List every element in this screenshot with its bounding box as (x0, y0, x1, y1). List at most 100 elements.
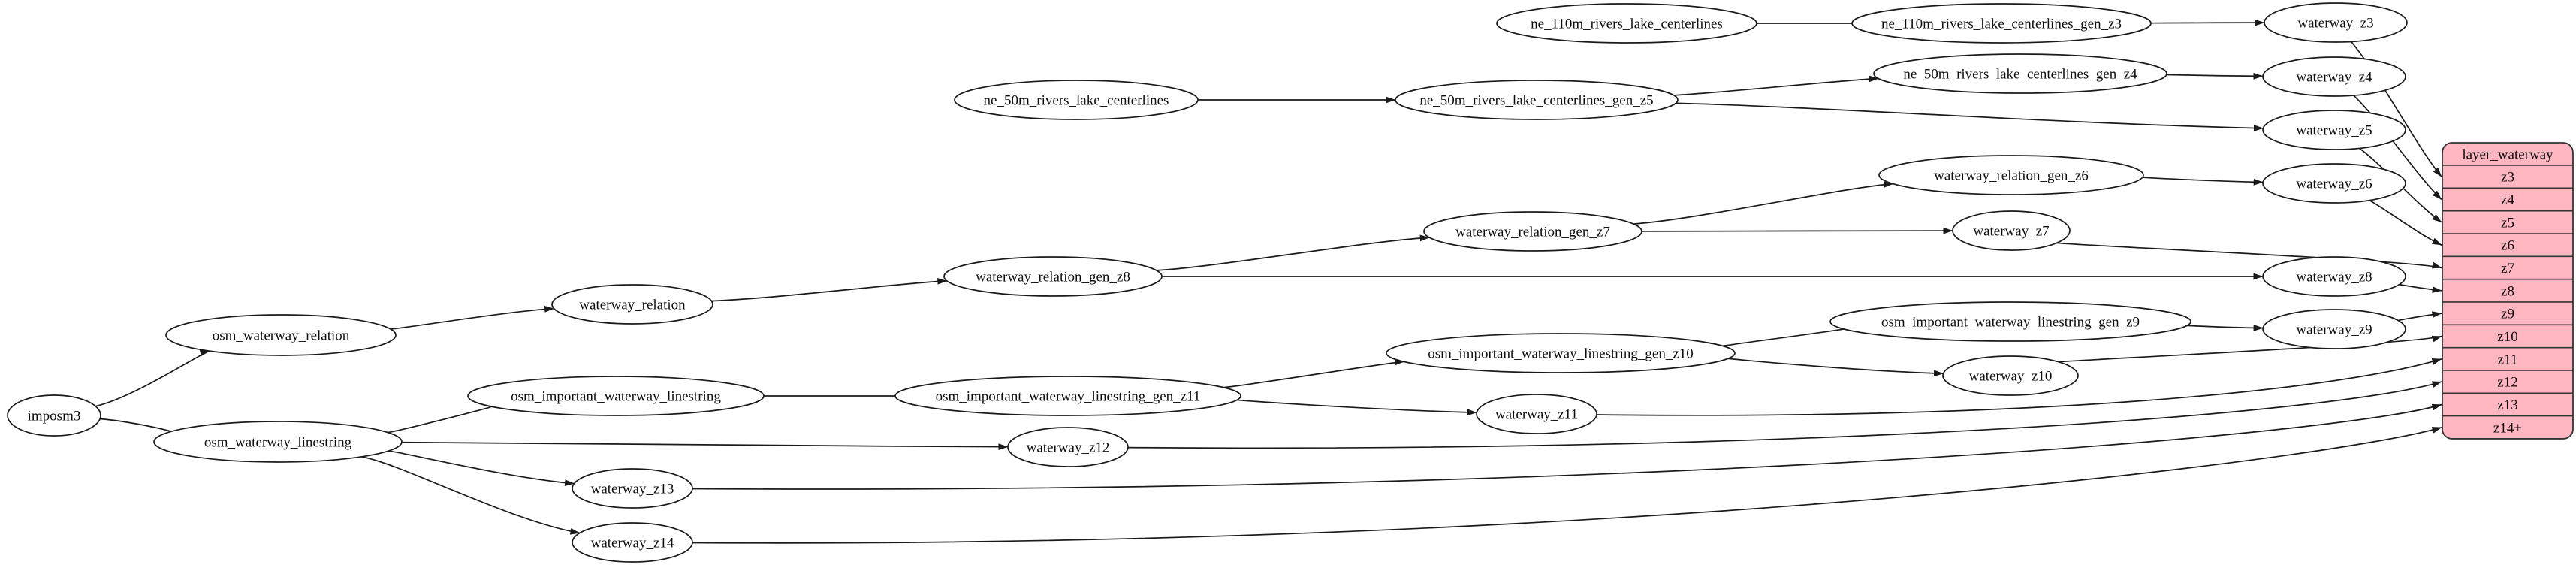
node-label: osm_important_waterway_linestring_gen_z1… (936, 389, 1201, 405)
node-label: waterway_relation_gen_z7 (1455, 225, 1610, 240)
edge-waterway_relation_gen_z7-to-waterway_relation_gen_z6 (1633, 181, 1894, 225)
edge-ne_50m_rivers_lake_centerlines_gen_z4-to-waterway_z4 (2158, 72, 2264, 80)
edge-waterway_relation-to-waterway_relation_gen_z8 (711, 278, 948, 302)
edge-waterway_relation_gen_z6-to-waterway_z6 (2140, 176, 2264, 186)
node-waterway_z14: waterway_z14 (572, 522, 693, 563)
table-row-label: z9 (2501, 307, 2514, 322)
node-label: waterway_z11 (1495, 407, 1578, 423)
node-label: waterway_z13 (591, 482, 674, 497)
edge-waterway_z8-to-layer_waterway.z8 (2394, 282, 2442, 293)
table-row: z13 (2497, 397, 2517, 413)
table-row: z6 (2501, 238, 2514, 254)
node-label: waterway_z10 (1969, 369, 2053, 385)
node-waterway_z9: waterway_z9 (2262, 309, 2406, 349)
node-label: waterway_relation_gen_z8 (976, 270, 1130, 286)
node-waterway_z11: waterway_z11 (1476, 394, 1597, 434)
table-row: z11 (2498, 352, 2518, 367)
node-osm_important_waterway_linestring_gen_z9: osm_important_waterway_linestring_gen_z9 (1829, 301, 2191, 342)
node-label: waterway_z3 (2297, 16, 2373, 32)
edge-waterway_z13-to-layer_waterway.z13 (692, 403, 2442, 490)
edge-osm_waterway_linestring-to-waterway_z13 (388, 450, 575, 486)
table-row-label: z3 (2501, 170, 2514, 186)
table-row-label: z7 (2501, 261, 2514, 276)
edge-osm_waterway_relation-to-waterway_relation (391, 306, 555, 330)
table-row: z9 (2501, 307, 2514, 322)
node-label: imposm3 (28, 409, 81, 425)
node-osm_waterway_relation: osm_waterway_relation (165, 314, 397, 356)
edge-waterway_z14-to-layer_waterway.z14+ (692, 426, 2442, 544)
edge-waterway_z12-to-layer_waterway.z12 (1127, 381, 2442, 449)
node-imposm3: imposm3 (7, 394, 101, 437)
node-label: waterway_z5 (2296, 123, 2372, 139)
table-layer_waterway: layer_waterwayz3z4z5z6z7z8z9z10z11z12z13… (2442, 142, 2574, 440)
node-ne_110m_rivers_lake_centerlines: ne_110m_rivers_lake_centerlines (1496, 3, 1757, 44)
nodes: imposm3 osm_waterway_relation osm_waterway… (7, 2, 2408, 563)
edge-ne_50m_rivers_lake_centerlines_gen_z5-to-waterway_z5 (1676, 102, 2264, 131)
table-row-label: z10 (2497, 329, 2517, 345)
node-label: waterway_z14 (591, 536, 674, 551)
node-label: ne_50m_rivers_lake_centerlines (984, 93, 1169, 109)
node-label: waterway_relation (579, 298, 686, 313)
node-waterway_relation_gen_z7: waterway_relation_gen_z7 (1423, 211, 1642, 252)
node-waterway_z6: waterway_z6 (2262, 163, 2406, 204)
node-waterway_z3: waterway_z3 (2264, 2, 2408, 43)
edge-waterway_z11-to-layer_waterway.z11 (1596, 358, 2442, 416)
table-row-label: z12 (2497, 375, 2517, 391)
node-ne_50m_rivers_lake_centerlines_gen_z4: ne_50m_rivers_lake_centerlines_gen_z4 (1873, 53, 2167, 94)
edge-waterway_z3-to-layer_waterway.z3 (2351, 41, 2442, 177)
edge-osm_important_waterway_linestring_gen_z11-to-osm_important_waterway_linestring_gen_z10 (1223, 358, 1404, 388)
node-waterway_z10: waterway_z10 (1942, 355, 2079, 396)
table-row-label: z8 (2501, 283, 2514, 299)
node-label: ne_50m_rivers_lake_centerlines_gen_z4 (1903, 67, 2137, 83)
node-label: waterway_z4 (2296, 70, 2372, 86)
edge-waterway_relation_gen_z8-to-waterway_relation_gen_z7 (1156, 234, 1430, 271)
node-waterway_relation_gen_z6: waterway_relation_gen_z6 (1878, 155, 2144, 195)
node-label: waterway_relation_gen_z6 (1934, 168, 2089, 184)
node-osm_waterway_linestring: osm_waterway_linestring (153, 421, 403, 463)
edge-osm_important_waterway_linestring_gen_z11-to-waterway_z11 (1236, 399, 1477, 416)
edge-waterway_z6-to-layer_waterway.z6 (2369, 199, 2442, 246)
node-label: waterway_z9 (2296, 322, 2372, 338)
table-row-label: z5 (2501, 215, 2514, 231)
node-waterway_z5: waterway_z5 (2262, 110, 2406, 150)
node-osm_important_waterway_linestring_gen_z11: osm_important_waterway_linestring_gen_z1… (894, 376, 1241, 416)
edge-osm_waterway_linestring-to-waterway_z12 (401, 441, 1009, 451)
edge-osm_important_waterway_linestring_gen_z10-to-waterway_z10 (1727, 358, 1944, 377)
node-label: ne_110m_rivers_lake_centerlines (1531, 17, 1723, 32)
table-row: z10 (2497, 329, 2517, 345)
table-row: z14+ (2493, 420, 2522, 436)
node-label: ne_50m_rivers_lake_centerlines_gen_z5 (1419, 93, 1653, 109)
table-row: z5 (2501, 215, 2514, 231)
edge-waterway_z4-to-layer_waterway.z4 (2353, 95, 2442, 201)
node-waterway_z8: waterway_z8 (2262, 256, 2406, 297)
node-label: osm_important_waterway_linestring_gen_z1… (1428, 346, 1694, 362)
table-row: z7 (2501, 261, 2514, 276)
node-label: osm_waterway_linestring (204, 435, 352, 451)
edge-waterway_z10-to-layer_waterway.z10 (2058, 335, 2442, 363)
edge-osm_waterway_linestring-to-waterway_z14 (361, 456, 581, 535)
node-label: osm_waterway_relation (213, 328, 350, 344)
node-ne_50m_rivers_lake_centerlines_gen_z5: ne_50m_rivers_lake_centerlines_gen_z5 (1395, 80, 1679, 120)
node-label: ne_110m_rivers_lake_centerlines_gen_z3 (1881, 17, 2122, 32)
table-row-label: z13 (2497, 397, 2517, 413)
edges (95, 19, 2442, 544)
table-row-label: z6 (2501, 238, 2514, 254)
table-row: z12 (2497, 375, 2517, 391)
table-row: z3 (2501, 170, 2514, 186)
node-waterway_z12: waterway_z12 (1007, 427, 1129, 467)
node-osm_important_waterway_linestring_gen_z10: osm_important_waterway_linestring_gen_z1… (1386, 333, 1736, 373)
node-label: osm_important_waterway_linestring (511, 389, 721, 405)
node-ne_110m_rivers_lake_centerlines_gen_z3: ne_110m_rivers_lake_centerlines_gen_z3 (1851, 3, 2152, 44)
table-row: z8 (2501, 283, 2514, 299)
node-label: waterway_z8 (2296, 270, 2372, 286)
node-osm_important_waterway_linestring: osm_important_waterway_linestring (467, 376, 765, 416)
edge-imposm3-to-osm_waterway_relation (95, 349, 210, 407)
node-label: waterway_z6 (2296, 177, 2372, 192)
edge-osm_waterway_linestring-to-osm_important_waterway_linestring (388, 402, 502, 434)
edge-ne_50m_rivers_lake_centerlines_gen_z5-to-ne_50m_rivers_lake_centerlines_gen_z4 (1673, 75, 1879, 96)
node-label: osm_important_waterway_linestring_gen_z9 (1881, 315, 2140, 331)
node-waterway_z13: waterway_z13 (572, 468, 693, 509)
edge-imposm3-to-osm_waterway_linestring (100, 418, 176, 438)
